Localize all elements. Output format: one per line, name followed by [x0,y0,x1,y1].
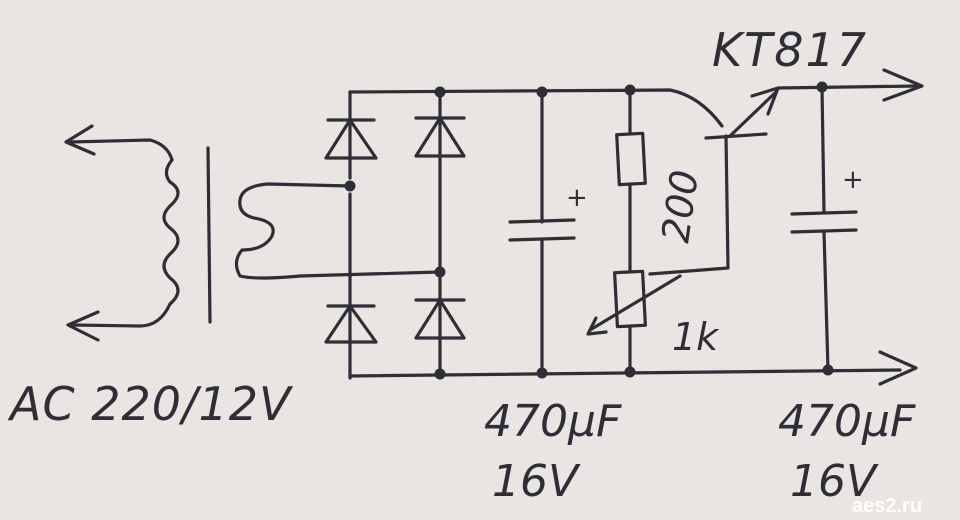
cap2-voltage-label: 16V [790,456,879,507]
bridge-rectifier [324,90,466,380]
cap1-value-label: 470μF [484,396,622,447]
positive-rail [348,88,724,128]
primary-lead-bottom [70,302,172,328]
capacitor-c2 [790,85,858,372]
cap2-value-label: 470μF [778,396,916,447]
junction-dot [434,86,446,98]
resistor-200-label: 200 [653,167,707,245]
potentiometer-label: 1k [672,315,720,359]
resistor-200 [615,88,647,274]
junction-dot [344,180,356,192]
transformer-label: AC 220/12V [7,377,294,431]
transformer-core [206,146,212,324]
primary-winding [162,158,180,306]
potentiometer-1k [586,134,730,374]
primary-lead-top [68,138,174,162]
junction-dot [434,368,446,380]
transistor-kt817 [704,68,924,140]
watermark: aes2.ru [852,495,922,517]
cap1-polarity-mark: + [566,183,588,213]
junction-dot [434,266,446,278]
capacitor-c1 [508,90,576,375]
ac-input-arrow-bottom [66,310,100,342]
output-arrow-ground [878,350,918,386]
diode-d2 [414,116,466,158]
positive-output-rail [776,84,920,90]
secondary-winding [234,182,442,280]
transistor-emitter [728,90,778,138]
cap1-voltage-label: 16V [492,456,581,507]
output-arrow-positive [882,68,924,102]
transformer [64,124,442,342]
diode-d4 [414,298,466,340]
transistor-label: KT817 [712,23,868,77]
transistor-base-bar [704,132,768,140]
cap2-polarity-mark: + [842,165,864,195]
diode-d3 [324,304,378,344]
diode-d1 [324,118,378,160]
ac-input-arrow-top [64,124,96,156]
